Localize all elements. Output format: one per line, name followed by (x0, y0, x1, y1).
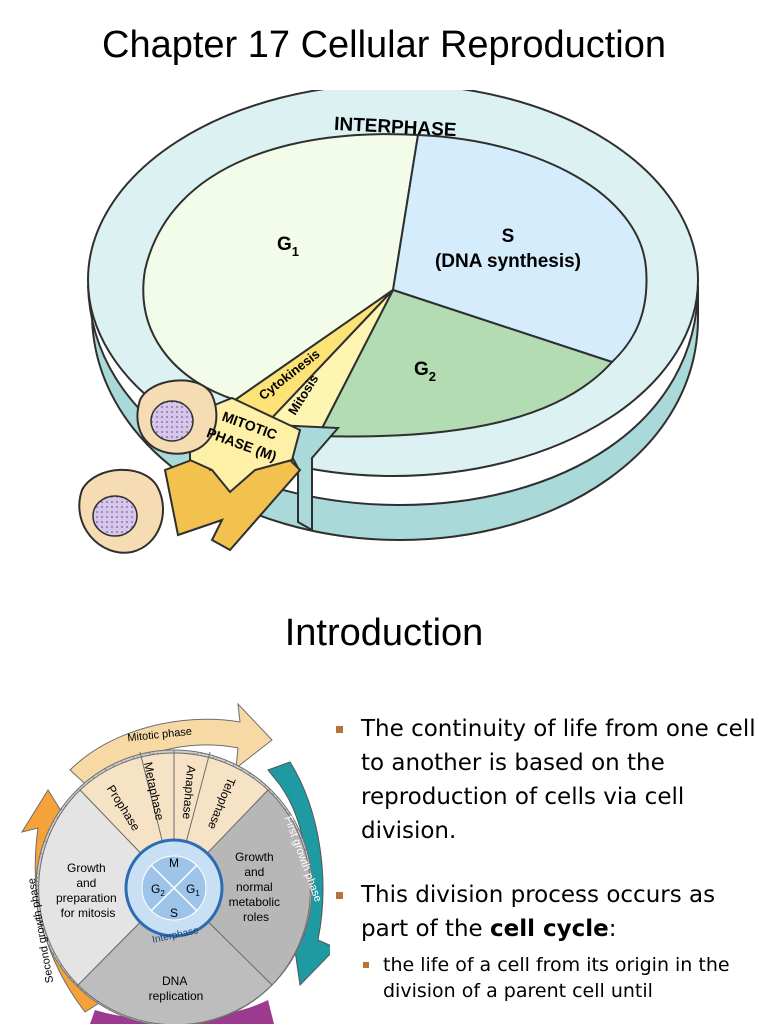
g1-subscript: 1 (292, 244, 299, 259)
svg-text:G1: G1 (186, 882, 200, 898)
s-description: (DNA synthesis) (435, 251, 581, 272)
right-wedge-line-1: Growth (235, 850, 274, 864)
cell-cycle-term: cell cycle (490, 916, 609, 942)
daughter-cell-top (136, 379, 218, 455)
svg-text:Growth and preparation: Growth and preparation for mitosis (56, 861, 120, 920)
first-growth-arrow-band (267, 761, 330, 987)
sub-bullet-life-of-cell: the life of a cell from its origin in th… (361, 952, 764, 1004)
bullet-continuity: The continuity of life from one cell to … (334, 712, 764, 848)
g1-sector (142, 133, 420, 402)
left-wedge-line-2: and (76, 876, 96, 890)
s-label: S (502, 226, 515, 247)
slide-title-chapter: Chapter 17 Cellular Reproduction (102, 24, 666, 66)
center-g2-subscript: 2 (160, 889, 165, 898)
center-s-label: S (170, 906, 178, 920)
bullet-list: The continuity of life from one cell to … (334, 712, 764, 1034)
center-m-label: M (169, 856, 179, 870)
right-wedge-line-5: roles (243, 910, 269, 924)
inner-cycle (124, 838, 224, 938)
right-wedge-line-2: and (244, 865, 264, 879)
bullet-2-colon: : (608, 916, 617, 942)
bottom-wedge-line-1: DNA (162, 974, 187, 988)
center-g1-label: G (186, 882, 195, 896)
sub-bullet-list: the life of a cell from its origin in th… (361, 952, 764, 1004)
g2-subscript: 2 (429, 369, 436, 384)
left-wedge-line-1: Growth (67, 861, 106, 875)
svg-text:Growth and normal: Growth and normal metabolic roles (229, 850, 284, 924)
bottom-wedge-line-2: replication (149, 989, 204, 1003)
svg-text:DNA replication: DNA replication (149, 974, 204, 1003)
daughter-cell-bottom (78, 468, 164, 554)
left-wedge-line-3: preparation (56, 891, 117, 905)
s-sector (391, 133, 648, 364)
g1-label: G (277, 234, 292, 255)
left-wedge-line-4: for mitosis (61, 906, 116, 920)
center-g1-subscript: 1 (195, 889, 200, 898)
right-wedge-line-4: metabolic (229, 895, 280, 909)
mitotic-phase-arrow (163, 396, 302, 552)
bullet-division-process: This division process occurs as part of … (334, 878, 764, 1004)
g2-sector (316, 288, 614, 438)
svg-text:G1: G1 (277, 234, 299, 259)
center-g2-label: G (151, 882, 160, 896)
svg-text:G2: G2 (151, 882, 165, 898)
svg-text:G2: G2 (414, 359, 436, 384)
bullet-2-text: This division process occurs as part of … (361, 882, 716, 942)
anaphase-label: Anaphase (180, 765, 199, 820)
bottom-wedge (77, 887, 273, 1024)
g2-label: G (414, 359, 429, 380)
cell-cycle-wheel-diagram: Mitotic phase Prophase Metaphase Anaphas… (20, 702, 330, 1024)
left-wedge (38, 789, 175, 986)
right-wedge (173, 789, 311, 986)
right-wedge-line-3: normal (236, 880, 273, 894)
slide-title-introduction: Introduction (284, 612, 484, 654)
cell-cycle-diagram: INTERPHASE G1 S (DNA synthesis) G2 Cytok… (78, 90, 699, 554)
